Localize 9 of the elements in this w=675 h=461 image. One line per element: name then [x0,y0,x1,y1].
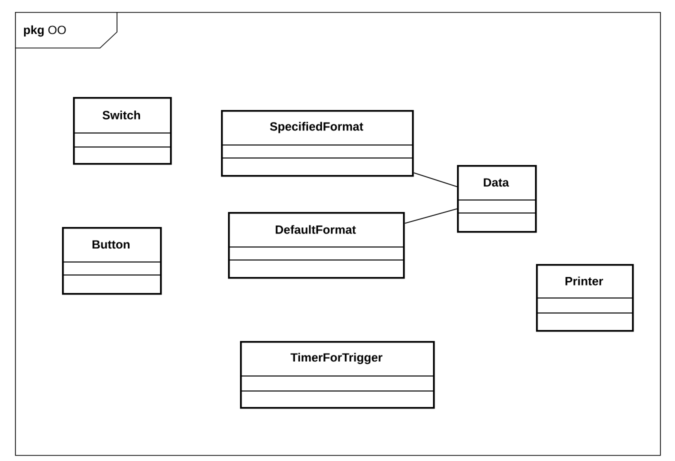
association-line [404,208,458,224]
class-box: SpecifiedFormat [220,110,414,177]
class-box: TimerForTrigger [240,340,435,409]
class-box: Switch [72,97,172,165]
class-box: Data [456,165,537,233]
class-box: Button [62,227,162,295]
association-line [413,172,458,188]
class-box: DefaultFormat [228,212,405,279]
class-box: Printer [536,264,634,332]
